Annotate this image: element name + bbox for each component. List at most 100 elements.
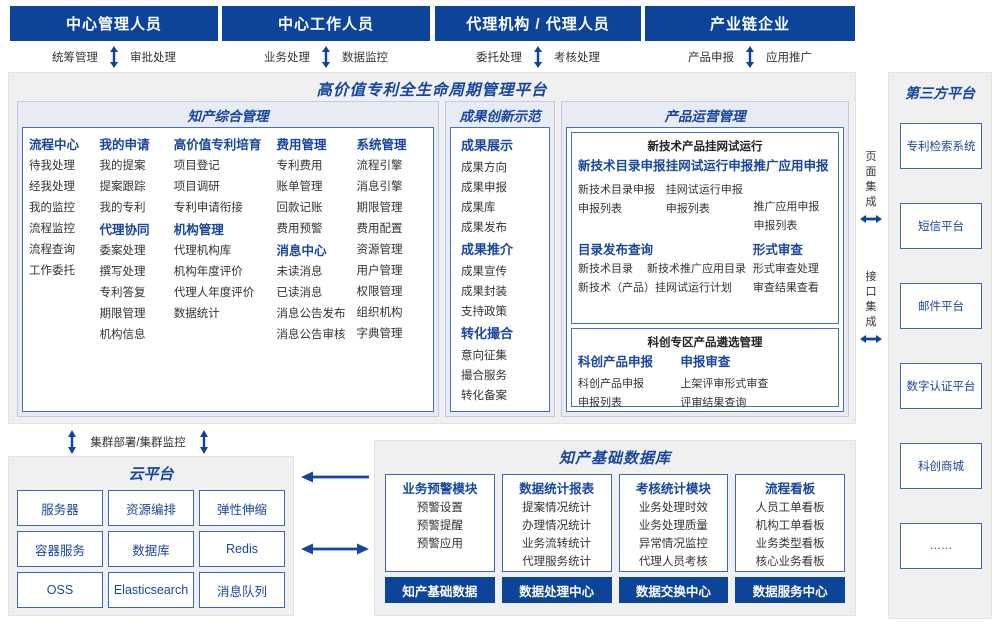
menu-item[interactable]: 我的专利 (99, 202, 146, 214)
menu-item[interactable]: 意向征集 (461, 350, 507, 362)
role-box-agency[interactable]: 代理机构 / 代理人员 (435, 6, 641, 41)
group-head[interactable]: 成果推介 (461, 242, 514, 257)
group-head[interactable]: 成果展示 (461, 138, 514, 153)
menu-item[interactable]: 消息引擎 (356, 181, 403, 193)
menu-item[interactable]: 未读消息 (276, 266, 323, 278)
group-head[interactable]: 科创产品申报 (578, 355, 654, 369)
menu-item[interactable]: 成果封装 (461, 286, 507, 298)
third-party-item-more[interactable]: …… (900, 523, 982, 569)
menu-item[interactable]: 组织机构 (356, 307, 403, 319)
menu-item[interactable]: 工作委托 (29, 265, 75, 277)
menu-item[interactable]: 已读消息 (276, 287, 323, 299)
menu-item[interactable]: 机构信息 (99, 329, 146, 341)
cloud-service-database[interactable]: 数据库 (108, 531, 194, 567)
menu-item[interactable]: 消息公告审核 (276, 329, 346, 341)
menu-item[interactable]: 委案处理 (99, 245, 146, 257)
menu-item[interactable]: 期限管理 (99, 308, 146, 320)
menu-item[interactable]: 成果方向 (461, 162, 507, 174)
card-item[interactable]: 业务流转统计 (522, 538, 592, 550)
group-head[interactable]: 流程中心 (29, 138, 80, 152)
menu-item[interactable]: 转化备案 (461, 390, 507, 402)
menu-item[interactable]: 科创产品申报 (578, 378, 644, 390)
card-item[interactable]: 提案情况统计 (522, 502, 592, 514)
menu-item[interactable]: 专利申请衔接 (173, 202, 243, 214)
menu-item[interactable]: 期限管理 (356, 202, 403, 214)
menu-item[interactable]: 新技术目录申报 (578, 184, 655, 196)
card-item[interactable]: 异常情况监控 (638, 538, 708, 550)
menu-item[interactable]: 数据统计 (173, 308, 220, 320)
db-footer-processing-center[interactable]: 数据处理中心 (501, 577, 612, 603)
menu-item[interactable]: 新技术（产品）挂网试运行计划 (578, 282, 732, 294)
menu-item[interactable]: 费用预警 (276, 223, 323, 235)
card-head[interactable]: 数据统计报表 (519, 482, 595, 496)
cloud-service-orchestration[interactable]: 资源编排 (108, 490, 194, 526)
menu-item[interactable]: 专利答复 (99, 287, 146, 299)
role-box-center-manager[interactable]: 中心管理人员 (10, 6, 218, 41)
menu-item[interactable]: 新技术目录 (578, 263, 633, 275)
menu-item[interactable]: 机构年度评价 (173, 266, 243, 278)
group-head[interactable]: 挂网试运行申报 (665, 159, 754, 173)
group-head[interactable]: 申报审查 (680, 355, 731, 369)
menu-item[interactable]: 代理机构库 (173, 245, 232, 257)
group-head[interactable]: 形式审查 (752, 243, 803, 257)
cloud-service-autoscaling[interactable]: 弹性伸缩 (199, 490, 285, 526)
card-item[interactable]: 预警设置 (416, 502, 463, 514)
group-head[interactable]: 费用管理 (276, 138, 327, 152)
menu-item[interactable]: 项目登记 (173, 160, 220, 172)
menu-item[interactable]: 流程监控 (29, 223, 75, 235)
menu-item[interactable]: 申报列表 (578, 203, 622, 215)
menu-item[interactable]: 费用配置 (356, 223, 403, 235)
group-head[interactable]: 转化撮合 (461, 326, 514, 341)
menu-item[interactable]: 字典管理 (356, 328, 403, 340)
db-footer-service-center[interactable]: 数据服务中心 (735, 577, 845, 603)
role-box-center-staff[interactable]: 中心工作人员 (222, 6, 430, 41)
menu-item[interactable]: 形式审查处理 (752, 263, 819, 275)
group-head[interactable]: 代理协同 (99, 223, 150, 237)
cloud-service-mq[interactable]: 消息队列 (199, 572, 285, 608)
cloud-service-oss[interactable]: OSS (17, 572, 103, 608)
menu-item[interactable]: 撮合服务 (461, 370, 507, 382)
cloud-service-redis[interactable]: Redis (199, 531, 285, 567)
cloud-service-server[interactable]: 服务器 (17, 490, 103, 526)
group-head[interactable]: 高价值专利培育 (173, 138, 262, 152)
third-party-item-sci-mall[interactable]: 科创商城 (900, 443, 982, 489)
menu-item[interactable]: 我的提案 (99, 160, 146, 172)
db-footer-exchange-center[interactable]: 数据交换中心 (618, 577, 729, 603)
menu-item[interactable]: 评审结果查询 (680, 397, 747, 409)
menu-item[interactable]: 成果发布 (461, 222, 507, 234)
group-head[interactable]: 系统管理 (356, 138, 407, 152)
menu-item[interactable]: 支持政策 (461, 306, 507, 318)
menu-item[interactable]: 资源管理 (356, 244, 403, 256)
db-footer-base-data[interactable]: 知产基础数据 (385, 577, 495, 603)
card-item[interactable]: 人员工单看板 (755, 502, 825, 514)
menu-item[interactable]: 流程查询 (29, 244, 75, 256)
menu-item[interactable]: 申报列表 (665, 203, 710, 215)
card-item[interactable]: 预警提醒 (416, 520, 463, 532)
menu-item[interactable]: 权限管理 (356, 286, 403, 298)
group-head[interactable]: 机构管理 (173, 223, 224, 237)
card-item[interactable]: 核心业务看板 (755, 556, 825, 568)
card-item[interactable]: 业务处理质量 (638, 520, 708, 532)
menu-item[interactable]: 用户管理 (356, 265, 403, 277)
menu-item[interactable]: 我的监控 (29, 202, 75, 214)
card-item[interactable]: 预警应用 (416, 538, 463, 550)
card-head[interactable]: 流程看板 (765, 482, 816, 496)
role-box-industry-chain[interactable]: 产业链企业 (645, 6, 855, 41)
menu-item[interactable]: 新技术推广应用目录 (647, 263, 746, 275)
group-head[interactable]: 目录发布查询 (578, 243, 654, 257)
card-item[interactable]: 代理服务统计 (522, 556, 592, 568)
cloud-service-container[interactable]: 容器服务 (17, 531, 103, 567)
card-item[interactable]: 业务类型看板 (755, 538, 825, 550)
card-item[interactable]: 机构工单看板 (755, 520, 825, 532)
menu-item[interactable]: 推广应用申报 (753, 201, 820, 213)
card-item[interactable]: 办理情况统计 (522, 520, 592, 532)
menu-item[interactable]: 回款记账 (276, 202, 323, 214)
third-party-item-email[interactable]: 邮件平台 (900, 283, 982, 329)
menu-item[interactable]: 申报列表 (578, 397, 622, 409)
group-head[interactable]: 我的申请 (99, 138, 150, 152)
cloud-service-elasticsearch[interactable]: Elasticsearch (108, 572, 194, 608)
menu-item[interactable]: 消息公告发布 (276, 308, 346, 320)
menu-item[interactable]: 成果宣传 (461, 266, 507, 278)
card-head[interactable]: 业务预警模块 (402, 482, 478, 496)
menu-item[interactable]: 申报列表 (753, 220, 798, 232)
